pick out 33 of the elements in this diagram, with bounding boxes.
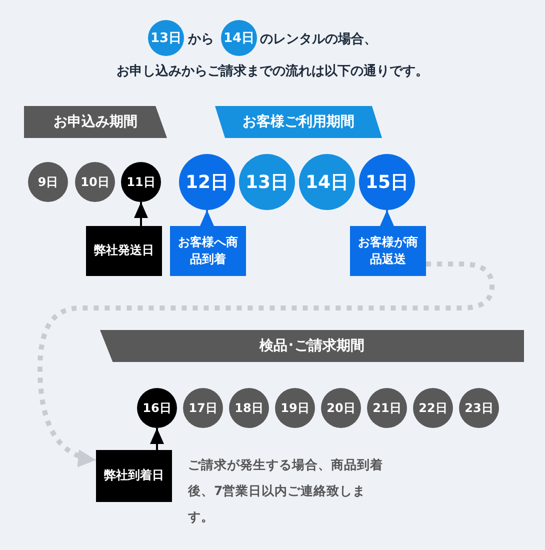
date-circle: 18日 — [229, 388, 269, 428]
date-circle: 10日 — [75, 162, 115, 202]
intro-text: のレンタルの場合、 — [260, 31, 377, 48]
period-banner: 検品･ご請求期間 — [100, 330, 524, 362]
date-circle: 15日 — [359, 154, 415, 210]
date-circle: 14日 — [221, 20, 257, 56]
intro-text: から — [188, 31, 214, 48]
callout-box: 弊社到着日 — [96, 450, 172, 502]
callout-box: 弊社発送日 — [86, 226, 162, 276]
date-circle: 20日 — [321, 388, 361, 428]
period-banner: お申込み期間 — [24, 106, 167, 138]
date-circle: 13日 — [148, 20, 184, 56]
callout-box: お客様へ商品到着 — [170, 226, 246, 276]
heading-text: お申し込みからご請求までの流れは以下の通りです。 — [116, 62, 430, 80]
date-circle: 11日 — [121, 162, 161, 202]
date-circle: 13日 — [239, 154, 295, 210]
callout-pointer — [134, 202, 148, 226]
date-circle: 17日 — [183, 388, 223, 428]
period-banner: お客様ご利用期間 — [215, 106, 382, 138]
callout-pointer — [380, 210, 394, 226]
date-circle: 22日 — [413, 388, 453, 428]
date-circle: 19日 — [275, 388, 315, 428]
date-circle: 16日 — [137, 388, 177, 428]
date-circle: 14日 — [299, 154, 355, 210]
callout-pointer — [200, 210, 214, 226]
callout-pointer — [150, 428, 164, 450]
note-text: ご請求が発生する場合、商品到着後、7営業日以内ご連絡致します。 — [188, 456, 384, 526]
callout-box: お客様が商品返送 — [350, 226, 426, 276]
date-circle: 9日 — [28, 162, 68, 202]
date-circle: 21日 — [367, 388, 407, 428]
date-circle: 12日 — [179, 154, 235, 210]
dotted-arrow — [38, 262, 494, 466]
date-circle: 23日 — [459, 388, 499, 428]
